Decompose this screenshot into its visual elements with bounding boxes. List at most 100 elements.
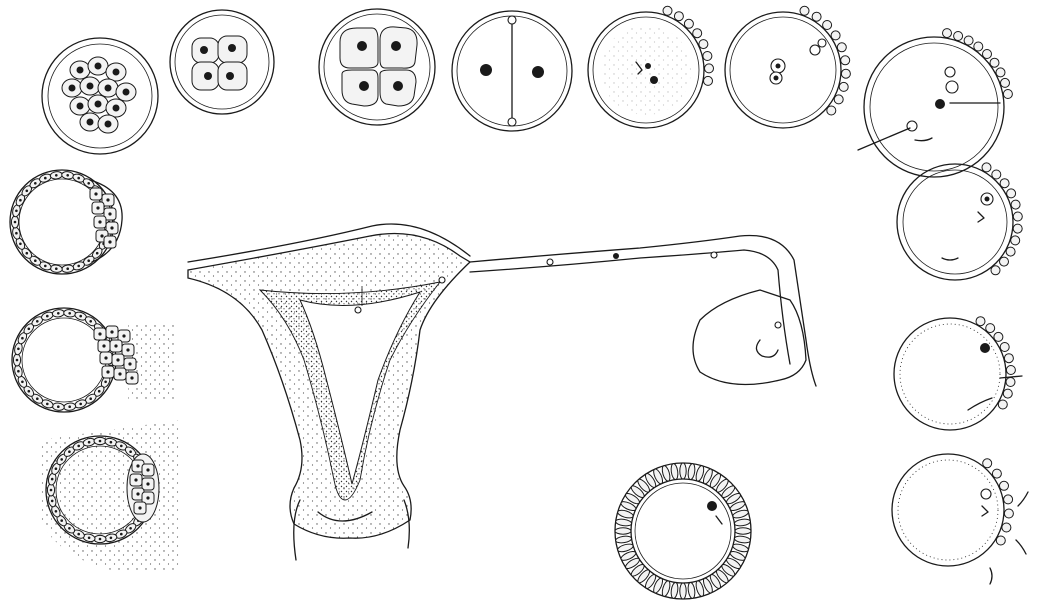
cell-nucleus bbox=[96, 252, 99, 255]
cell-nucleus bbox=[57, 405, 60, 408]
cumulus-cell bbox=[837, 43, 846, 52]
cell-nucleus bbox=[68, 450, 71, 453]
sperm-entry-stage-3 bbox=[892, 454, 1028, 584]
cell-nucleus bbox=[50, 489, 53, 492]
cell-nucleus bbox=[100, 234, 103, 237]
cell-nucleus bbox=[55, 510, 58, 513]
cumulus-cell bbox=[986, 324, 995, 333]
cell-nucleus bbox=[106, 198, 109, 201]
blastocyst-implantation bbox=[40, 420, 180, 572]
cell-nucleus bbox=[44, 177, 47, 180]
cell-nucleus bbox=[66, 267, 69, 270]
cell-nucleus bbox=[44, 265, 47, 268]
cumulus-cell bbox=[1000, 257, 1009, 266]
cumulus-cell bbox=[1000, 481, 1009, 490]
cumulus-cell bbox=[992, 469, 1001, 478]
four-cell-stage bbox=[319, 9, 435, 125]
corona-cell bbox=[680, 583, 686, 599]
cell-nucleus bbox=[102, 344, 105, 347]
cumulus-cell bbox=[674, 12, 683, 21]
cell-nucleus bbox=[108, 240, 111, 243]
cell-nucleus bbox=[77, 445, 80, 448]
cell-nucleus bbox=[21, 381, 24, 384]
sperm-entry-stage-2 bbox=[894, 317, 1022, 430]
cumulus-cell bbox=[998, 400, 1007, 409]
cell-nucleus bbox=[87, 119, 94, 126]
corona-cell bbox=[687, 582, 696, 599]
cell-nucleus bbox=[36, 397, 39, 400]
cell-nucleus bbox=[98, 220, 101, 223]
corona-cell bbox=[734, 518, 751, 527]
cell-nucleus bbox=[110, 537, 113, 540]
cell-nucleus bbox=[15, 210, 18, 213]
cell-nucleus bbox=[123, 89, 130, 96]
cell-nucleus bbox=[104, 381, 107, 384]
cell-nucleus bbox=[55, 267, 58, 270]
cell-nucleus bbox=[16, 359, 19, 362]
cell-nucleus bbox=[51, 478, 54, 481]
cell-nucleus bbox=[146, 482, 149, 485]
corona-cell bbox=[670, 582, 679, 599]
cumulus-cell bbox=[1007, 189, 1016, 198]
corona-cell bbox=[670, 463, 679, 480]
cumulus-cell bbox=[841, 56, 850, 65]
cell-nucleus bbox=[77, 533, 80, 536]
cumulus-cell bbox=[834, 95, 843, 104]
cell-nucleus bbox=[88, 537, 91, 540]
cell-nucleus bbox=[146, 496, 149, 499]
cell-nucleus bbox=[136, 492, 139, 495]
blastocyst bbox=[10, 170, 122, 274]
cell-nucleus bbox=[77, 177, 80, 180]
corona-cell bbox=[615, 535, 632, 544]
sperm-entry-stage-1 bbox=[897, 163, 1022, 280]
cell-nucleus bbox=[17, 348, 20, 351]
pronuclei-stage bbox=[725, 6, 850, 128]
cumulus-cell bbox=[1004, 509, 1013, 518]
cell-nucleus bbox=[26, 252, 29, 255]
cumulus-cell bbox=[991, 266, 1000, 275]
cell-nucleus bbox=[129, 527, 132, 530]
cumulus-cell bbox=[992, 170, 1001, 179]
cumulus-cell bbox=[1006, 247, 1015, 256]
cumulus-cell bbox=[1006, 366, 1015, 375]
cell-nucleus bbox=[88, 441, 91, 444]
corona-cell bbox=[734, 535, 751, 544]
cell-nucleus bbox=[69, 85, 76, 92]
cell-nucleus bbox=[110, 226, 113, 229]
cumulus-cell bbox=[1011, 236, 1020, 245]
cell-nucleus bbox=[21, 337, 24, 340]
morula-stage bbox=[42, 38, 158, 154]
corona-cell bbox=[615, 528, 631, 534]
cell-nucleus bbox=[95, 101, 102, 108]
cumulus-cell bbox=[699, 40, 708, 49]
cell-nucleus bbox=[114, 344, 117, 347]
cell-nucleus bbox=[104, 356, 107, 359]
corona-cell bbox=[687, 463, 696, 480]
cell-nucleus bbox=[19, 199, 22, 202]
cell-nucleus bbox=[99, 440, 102, 443]
cell-nucleus bbox=[51, 500, 54, 503]
corona-cell bbox=[680, 463, 686, 479]
cell-nucleus bbox=[55, 467, 58, 470]
cell-nucleus bbox=[28, 328, 31, 331]
cumulus-cell bbox=[974, 42, 983, 51]
cumulus-cell bbox=[705, 64, 714, 73]
cell-nucleus bbox=[77, 103, 84, 110]
cumulus-cell bbox=[1004, 354, 1013, 363]
cell-nucleus bbox=[110, 330, 113, 333]
cell-nucleus bbox=[108, 212, 111, 215]
two-cell-stage bbox=[452, 11, 572, 131]
cell-nucleus bbox=[98, 390, 101, 393]
corona-cell bbox=[735, 528, 751, 534]
fertilization-stage bbox=[858, 29, 1012, 177]
cell-nucleus bbox=[34, 182, 37, 185]
cumulus-cell bbox=[1013, 212, 1022, 221]
cell-nucleus bbox=[120, 445, 123, 448]
cell-nucleus bbox=[77, 67, 84, 74]
cumulus-cell bbox=[703, 52, 712, 61]
cell-nucleus bbox=[146, 468, 149, 471]
cumulus-cell bbox=[827, 106, 836, 115]
cell-nucleus bbox=[34, 259, 37, 262]
cell-nucleus bbox=[68, 405, 71, 408]
